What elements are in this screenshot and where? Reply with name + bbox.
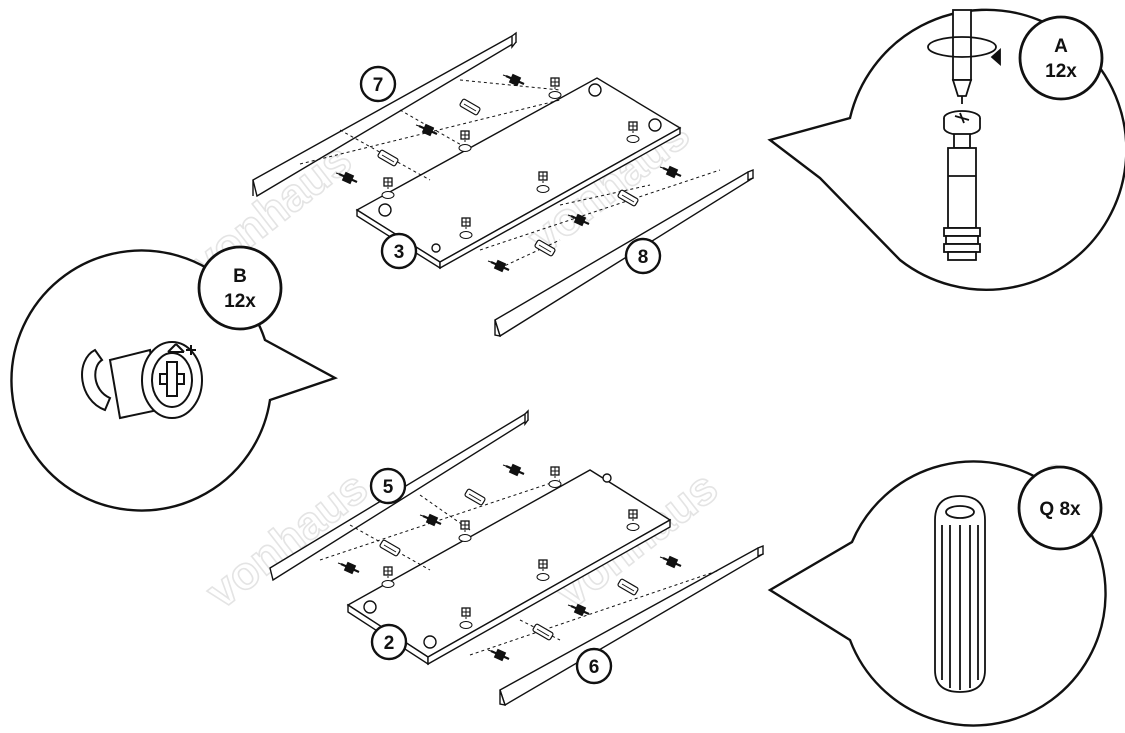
cam-lock-icon [81,341,203,420]
label-part-2: 2 [370,623,408,661]
label-part-7: 7 [359,65,397,103]
screwdriver-icon [927,9,1001,104]
label-part-5: 5 [369,467,407,505]
callout-a-qty: 12x [1045,61,1077,82]
lower-assembly [269,409,765,707]
svg-text:8: 8 [638,247,649,268]
panel-2 [346,469,672,666]
rail-6 [499,544,765,707]
callout-a-letter: A [1054,36,1068,57]
callout-b-qty: 12x [224,291,256,312]
callout-q-label: Q 8x [1039,499,1081,520]
label-part-6: 6 [575,647,613,685]
rail-7 [252,31,517,198]
label-part-3: 3 [380,232,418,270]
dowel-icon [934,495,986,693]
svg-text:2: 2 [384,633,395,654]
panel-3 [355,77,682,270]
watermark-text: vonhaus [196,461,377,618]
upper-assembly [252,31,755,338]
svg-text:7: 7 [373,75,384,96]
label-part-8: 8 [624,237,662,275]
cam-bolt-icon [943,110,981,261]
svg-text:3: 3 [394,242,405,263]
callout-a: A 12x [767,8,1125,291]
svg-text:6: 6 [589,657,600,678]
svg-text:5: 5 [383,477,394,498]
rail-8 [494,168,755,338]
callout-b: B 12x [10,245,338,512]
callout-q: Q 8x [767,460,1107,727]
callout-b-letter: B [233,266,247,287]
